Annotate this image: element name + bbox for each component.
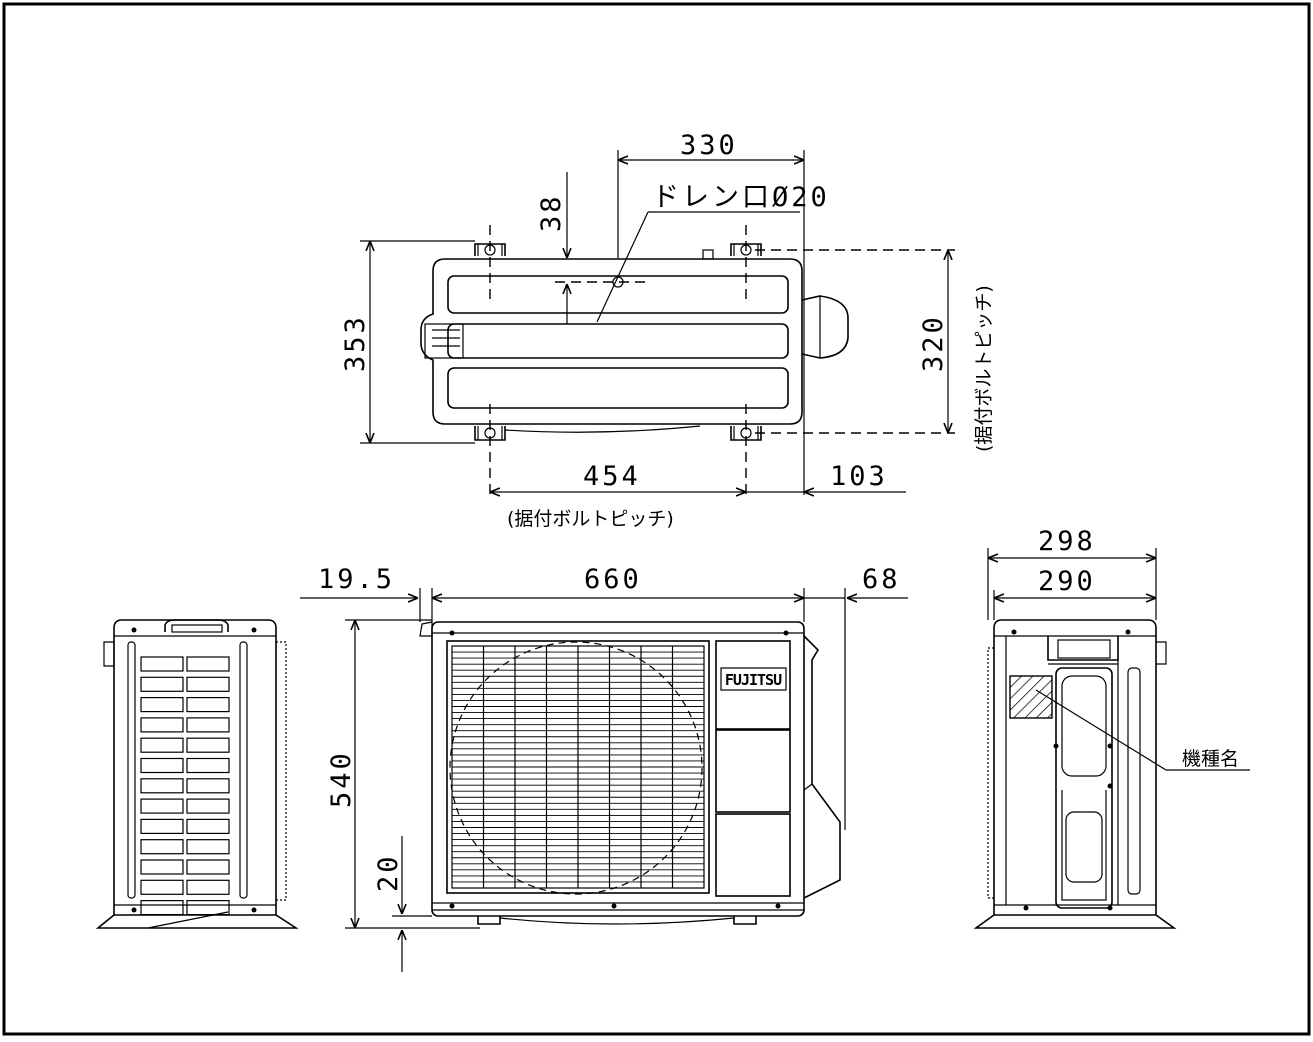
louver-slot	[186, 696, 230, 713]
louver-slot	[186, 717, 230, 733]
dim-298: 298	[1038, 526, 1096, 557]
right-side-view: 機種名 298 290	[973, 526, 1250, 929]
bolt-pitch-vertical-label: (据付ボルトピッチ)	[973, 285, 995, 452]
louver-slot	[140, 859, 184, 875]
bolt-pitch-horizontal-label: (据付ボルトピッチ)	[507, 508, 674, 530]
brand-panel	[715, 640, 791, 730]
model-name-leader	[1035, 689, 1167, 771]
louver-slot	[186, 818, 230, 835]
dim-320: 320	[918, 314, 949, 372]
left-base	[95, 914, 299, 929]
louver-slot	[140, 818, 184, 835]
dim-19-5: 19.5	[318, 564, 395, 595]
louver-slot	[140, 899, 184, 916]
left-louvers	[140, 656, 230, 916]
louver-slot	[186, 859, 230, 875]
louver-slot	[140, 839, 184, 855]
fan-circle	[449, 641, 703, 895]
service-panel-lower	[715, 813, 791, 897]
top-view: 330 38 ドレン口Ø20 353 320 (据付ボルトピッチ) 454 10…	[340, 130, 995, 530]
louver-slot	[140, 737, 184, 753]
louver-slot	[140, 798, 184, 814]
dim-290: 290	[1038, 566, 1096, 597]
top-valve-cover	[801, 295, 849, 359]
louver-slot	[186, 676, 230, 692]
dim-68: 68	[862, 564, 901, 595]
brand-logo: FUJITSU	[725, 671, 782, 689]
louver-slot	[186, 656, 230, 672]
front-body-outline	[431, 621, 805, 917]
front-foot-left	[477, 916, 501, 925]
drain-leader	[596, 211, 649, 323]
valve-profile	[803, 635, 841, 899]
louver-slot	[186, 757, 230, 774]
louver-slot	[140, 778, 184, 794]
grille-bars	[452, 646, 704, 888]
dim-353: 353	[340, 314, 371, 372]
model-name-label: 機種名	[1182, 748, 1239, 770]
louver-slot	[140, 676, 184, 692]
louver-slot	[140, 757, 184, 774]
louver-slot	[140, 696, 184, 713]
dim-20: 20	[373, 853, 404, 892]
dim-330: 330	[680, 130, 738, 161]
right-base	[973, 914, 1177, 929]
top-grille-lower	[447, 367, 789, 409]
louver-slot	[140, 717, 184, 733]
bolt-bracket-tr	[702, 243, 762, 260]
top-grille-middle	[447, 323, 789, 359]
louver-slot	[186, 798, 230, 814]
louver-slot	[140, 879, 184, 895]
top-handle	[424, 323, 464, 359]
left-body-outline	[113, 619, 277, 916]
louver-slot	[186, 899, 230, 916]
left-side-view	[95, 619, 299, 929]
dim-103: 103	[830, 461, 888, 492]
drain-label: ドレン口Ø20	[652, 182, 830, 213]
brand-logo-box	[720, 667, 787, 691]
dim-540: 540	[326, 750, 357, 808]
louver-slot	[186, 778, 230, 794]
dim-454: 454	[583, 461, 641, 492]
louver-slot	[186, 839, 230, 855]
front-view: FUJITSU 19.5 660 68 540	[300, 564, 908, 972]
louver-slot	[186, 879, 230, 895]
louver-slot	[186, 737, 230, 753]
right-body-outline	[993, 619, 1157, 916]
piping-cover	[1055, 667, 1113, 909]
dim-38: 38	[536, 193, 567, 232]
service-panel-upper	[715, 729, 791, 813]
top-body-outline	[420, 258, 803, 425]
dim-660: 660	[584, 564, 642, 595]
model-label-area	[1009, 675, 1053, 719]
front-foot-right	[733, 916, 757, 925]
top-grille-upper	[447, 275, 789, 314]
fan-grille	[446, 640, 710, 894]
louver-slot	[140, 656, 184, 672]
